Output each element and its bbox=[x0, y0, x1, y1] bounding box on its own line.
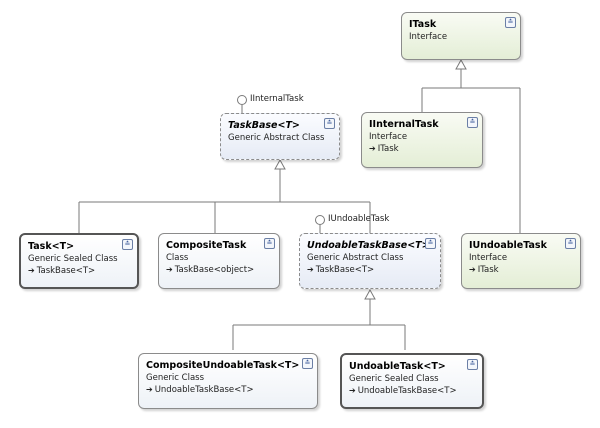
taskbase-kind: Generic Abstract Class bbox=[228, 133, 325, 143]
iinternaltask-base: ➔ITask bbox=[369, 144, 399, 154]
compositeundoabletask-box[interactable]: CompositeUndoableTask<T> Generic Class ➔… bbox=[138, 353, 318, 409]
iundoabletask-box[interactable]: IUndoableTask Interface ➔ITask ≛ bbox=[461, 233, 581, 289]
undoabletaskbase-base: ➔TaskBase<T> bbox=[307, 265, 375, 275]
compositeundoabletask-base: ➔UndoableTaskBase<T> bbox=[146, 385, 254, 395]
compositeundoabletask-kind: Generic Class bbox=[146, 373, 205, 383]
iundoabletask-base: ➔ITask bbox=[469, 265, 499, 275]
expand-icon[interactable]: ≛ bbox=[467, 117, 478, 128]
expand-icon[interactable]: ≛ bbox=[264, 238, 275, 249]
compositeundoabletask-name: CompositeUndoableTask<T> bbox=[146, 360, 300, 371]
expand-icon[interactable]: ≛ bbox=[467, 359, 478, 370]
inheritance-arrow-icon: ➔ bbox=[349, 386, 356, 395]
triangle-taskbase bbox=[274, 158, 286, 170]
itask-box[interactable]: ITask Interface ≛ bbox=[401, 12, 521, 60]
lollipop-circle-taskbase bbox=[237, 95, 247, 105]
itask-name: ITask bbox=[409, 19, 437, 30]
task-box[interactable]: Task<T> Generic Sealed Class ➔TaskBase<T… bbox=[19, 233, 139, 289]
taskbase-name: TaskBase<T> bbox=[228, 120, 300, 131]
itask-kind: Interface bbox=[409, 32, 448, 42]
undoabletaskbase-name: UndoableTaskBase<T> bbox=[307, 240, 430, 251]
undoabletask-base: ➔UndoableTaskBase<T> bbox=[349, 386, 457, 396]
inheritance-arrow-icon: ➔ bbox=[369, 144, 376, 153]
expand-icon[interactable]: ≛ bbox=[505, 17, 516, 28]
task-kind: Generic Sealed Class bbox=[28, 254, 118, 264]
inheritance-arrow-icon: ➔ bbox=[28, 266, 35, 275]
iundoabletask-name: IUndoableTask bbox=[469, 240, 547, 251]
iinternaltask-kind: Interface bbox=[369, 132, 408, 142]
inheritance-arrow-icon: ➔ bbox=[146, 385, 153, 394]
iinternaltask-name: IInternalTask bbox=[369, 119, 439, 130]
expand-icon[interactable]: ≛ bbox=[122, 239, 133, 250]
inheritance-arrow-icon: ➔ bbox=[469, 265, 476, 274]
iundoabletask-kind: Interface bbox=[469, 253, 508, 263]
lollipop-label-iinternaltask: IInternalTask bbox=[250, 94, 304, 104]
inheritance-arrow-icon: ➔ bbox=[166, 265, 173, 274]
expand-icon[interactable]: ≛ bbox=[302, 358, 313, 369]
triangle-undoabletaskbase bbox=[364, 288, 376, 300]
undoabletask-name: UndoableTask<T> bbox=[349, 361, 446, 372]
undoabletask-box[interactable]: UndoableTask<T> Generic Sealed Class ➔Un… bbox=[340, 353, 484, 409]
compositetask-kind: Class bbox=[166, 253, 189, 263]
inheritance-arrow-icon: ➔ bbox=[307, 265, 314, 274]
undoabletaskbase-box[interactable]: UndoableTaskBase<T> Generic Abstract Cla… bbox=[299, 233, 441, 289]
iinternaltask-box[interactable]: IInternalTask Interface ➔ITask ≛ bbox=[361, 112, 483, 168]
compositetask-name: CompositeTask bbox=[166, 240, 247, 251]
taskbase-box[interactable]: TaskBase<T> Generic Abstract Class ≛ bbox=[220, 113, 340, 160]
task-name: Task<T> bbox=[28, 241, 75, 252]
undoabletaskbase-kind: Generic Abstract Class bbox=[307, 253, 404, 263]
lollipop-circle-undoabletaskbase bbox=[315, 215, 325, 225]
lollipop-label-iundoabletask: IUndoableTask bbox=[328, 214, 390, 224]
compositetask-box[interactable]: CompositeTask Class ➔TaskBase<object> ≛ bbox=[158, 233, 280, 289]
expand-icon[interactable]: ≛ bbox=[565, 238, 576, 249]
expand-icon[interactable]: ≛ bbox=[425, 238, 436, 249]
task-base: ➔TaskBase<T> bbox=[28, 266, 96, 276]
undoabletask-kind: Generic Sealed Class bbox=[349, 374, 439, 384]
compositetask-base: ➔TaskBase<object> bbox=[166, 265, 255, 275]
triangle-itask bbox=[455, 58, 467, 70]
expand-icon[interactable]: ≛ bbox=[324, 118, 335, 129]
